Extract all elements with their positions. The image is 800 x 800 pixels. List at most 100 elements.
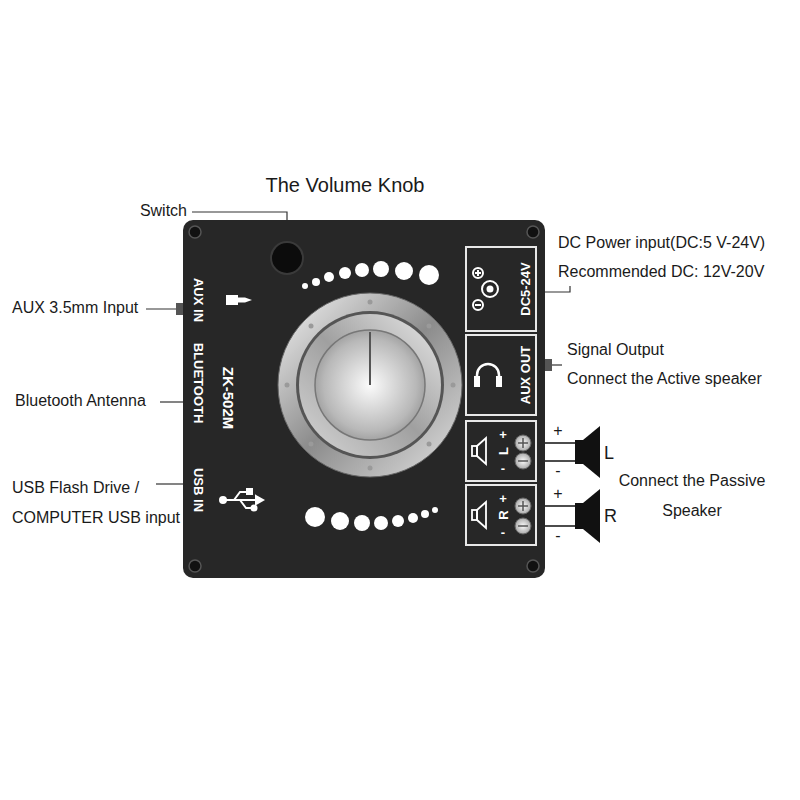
jack-stub [544,359,552,371]
level-led [374,516,388,530]
channel-label: L [604,443,614,464]
level-led [395,262,413,280]
passive-speaker-symbol [583,426,600,478]
speaker-wire [545,442,575,444]
terminal-screw [515,435,531,451]
level-led [419,265,439,285]
volume-knob [299,314,441,456]
volume-knob [427,324,432,329]
speaker-terminal-panel: + R - [465,484,537,546]
level-led [432,507,438,513]
volume-knob [427,442,432,447]
callout-label: Switch [140,202,187,220]
polarity-mark: - [501,462,505,475]
channel-label: L [497,447,510,455]
board-illustration [183,220,545,578]
board-label: AUX IN [192,278,205,322]
volume-knob [368,466,373,471]
corner-screw [189,560,201,572]
leader-line [160,401,183,402]
leader-line [156,483,183,484]
terminal-screw [518,525,528,527]
level-led [305,507,325,527]
speaker-icon [477,438,486,464]
dc-polarity-icon [473,300,483,310]
callout-label: AUX 3.5mm Input [12,299,138,317]
callout-title: The Volume Knob [266,174,425,197]
jack-icon [226,295,252,305]
terminal-screw [518,460,528,462]
dc-polarity-icon [488,287,493,292]
speaker-wire [545,443,575,526]
speaker-wire [545,460,575,462]
polarity-mark: - [501,526,505,539]
dc-polarity-icon [477,270,479,276]
corner-screw [527,560,539,572]
terminal-screw [522,501,524,511]
volume-knob [451,383,456,388]
terminal-screw [522,438,524,448]
usb-icon [220,497,226,503]
volume-knob [309,324,314,329]
level-led [302,261,439,531]
callout-label: Connect the Passive Speaker [612,466,772,526]
level-led [324,272,334,282]
terminal-screw [518,438,528,526]
callout-label: Signal Output [567,341,664,359]
power-panel: DC5-24V [465,246,537,332]
headphone-icon [477,364,499,381]
volume-knob [285,383,290,388]
panel-label: AUX OUT [519,346,532,405]
callout-label: DC Power input(DC:5 V-24V) [558,234,765,252]
usb-icon [256,496,263,504]
speaker-icon [477,502,486,528]
amplifier-board: AUX INBLUETOOTHZK-502MUSB INDC5-24VAUX O… [183,220,545,578]
volume-knob [296,311,444,459]
model-number: ZK-502M [221,367,236,430]
dc-polarity-icon [473,268,483,278]
dc-polarity-icon [482,281,498,297]
polarity-mark: - [555,527,560,545]
passive-speaker-symbol [583,489,600,543]
polarity-mark: + [553,422,562,440]
level-led [392,515,404,527]
level-led [373,261,389,277]
usb-icon [220,489,263,511]
jack-icon [238,298,245,303]
panel-label: DC5-24V [519,262,532,315]
callout-label: USB Flash Drive / COMPUTER USB input [12,473,184,533]
power-switch [271,242,303,274]
polarity-mark: + [499,428,507,441]
level-led [331,512,349,530]
aux-out-panel: AUX OUT [465,334,537,416]
corner-screw [189,226,201,238]
usb-icon [252,506,257,511]
dc-polarity-icon [475,304,481,306]
terminal-screw [515,498,531,514]
volume-knob [278,293,462,477]
headphone-icon [496,376,502,387]
passive-speaker-symbol [575,503,583,529]
leader-line [545,286,570,292]
callout-label: Recommended DC: 12V-20V [558,263,764,281]
corner-screw [189,226,539,572]
volume-knob [315,330,425,440]
board-label: USB IN [192,468,205,512]
channel-label: R [604,506,617,527]
power-switch [271,242,303,274]
dc-polarity-icon [473,268,498,310]
jack-icon [226,295,238,305]
terminal-screw [515,453,531,469]
volume-knob [368,300,373,305]
polarity-mark: - [555,462,560,480]
passive-speaker-symbol [575,426,600,543]
polarity-mark: + [499,492,507,505]
channel-label: R [497,510,510,519]
level-led [339,267,351,279]
volume-knob [369,332,371,385]
usb-icon [240,500,252,508]
headphone-icon [474,376,480,387]
speaker-wire [545,505,575,507]
usb-icon [234,492,248,500]
